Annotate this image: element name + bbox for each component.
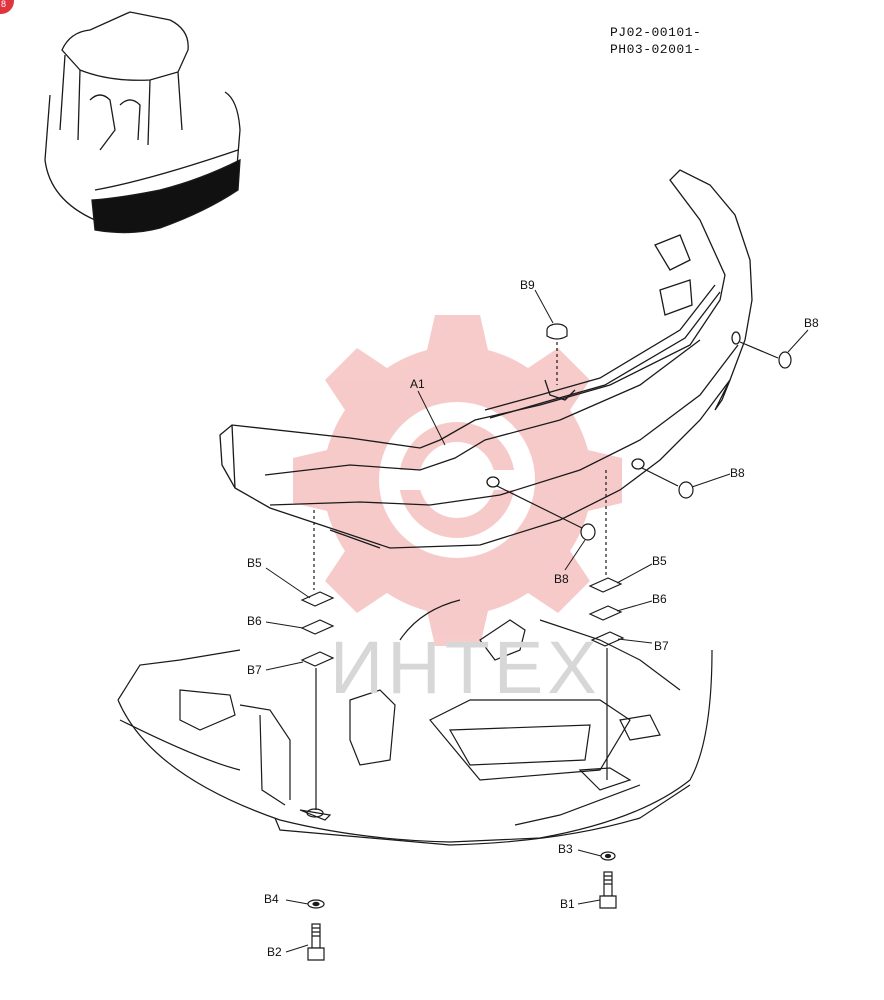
plug-b9 [546,323,568,385]
label-b1: B1 [560,897,575,911]
watermark-text: ИНТЕХ [330,626,601,709]
shim-stack-right [588,470,625,780]
label-b8-upper: B8 [804,316,819,330]
label-b6-right: B6 [652,592,667,606]
label-b5-right: B5 [652,554,667,568]
label-b5-left: B5 [247,556,262,570]
label-b7-left: B7 [247,663,262,677]
counterweight-a1 [219,169,753,549]
bolt-b1 [599,871,617,909]
machine-thumbnail [44,11,241,234]
label-b9: B9 [520,278,535,292]
plug-b8-front [496,485,596,541]
label-b4: B4 [264,892,279,906]
watermark-gear [293,315,622,646]
shim-stack-left [300,510,335,810]
washer-b3 [600,851,616,861]
label-b8-right: B8 [730,466,745,480]
label-b3: B3 [558,842,573,856]
serial-range-1: PJ02-00101- [610,25,702,40]
bolt-b2 [307,923,325,961]
corner-badge-text: 8 [1,0,7,9]
plug-b8-right-lower [641,467,694,499]
label-b7-right: B7 [654,639,669,653]
washer-b4 [307,899,325,909]
serial-range-2: PH03-02001- [610,42,702,57]
label-b6-left: B6 [247,614,262,628]
label-a1: A1 [410,377,425,391]
upper-frame [117,599,713,846]
label-b2: B2 [267,945,282,959]
leader-lines [265,289,809,953]
plug-b8-right-upper [739,341,792,369]
label-b8-front: B8 [554,572,569,586]
